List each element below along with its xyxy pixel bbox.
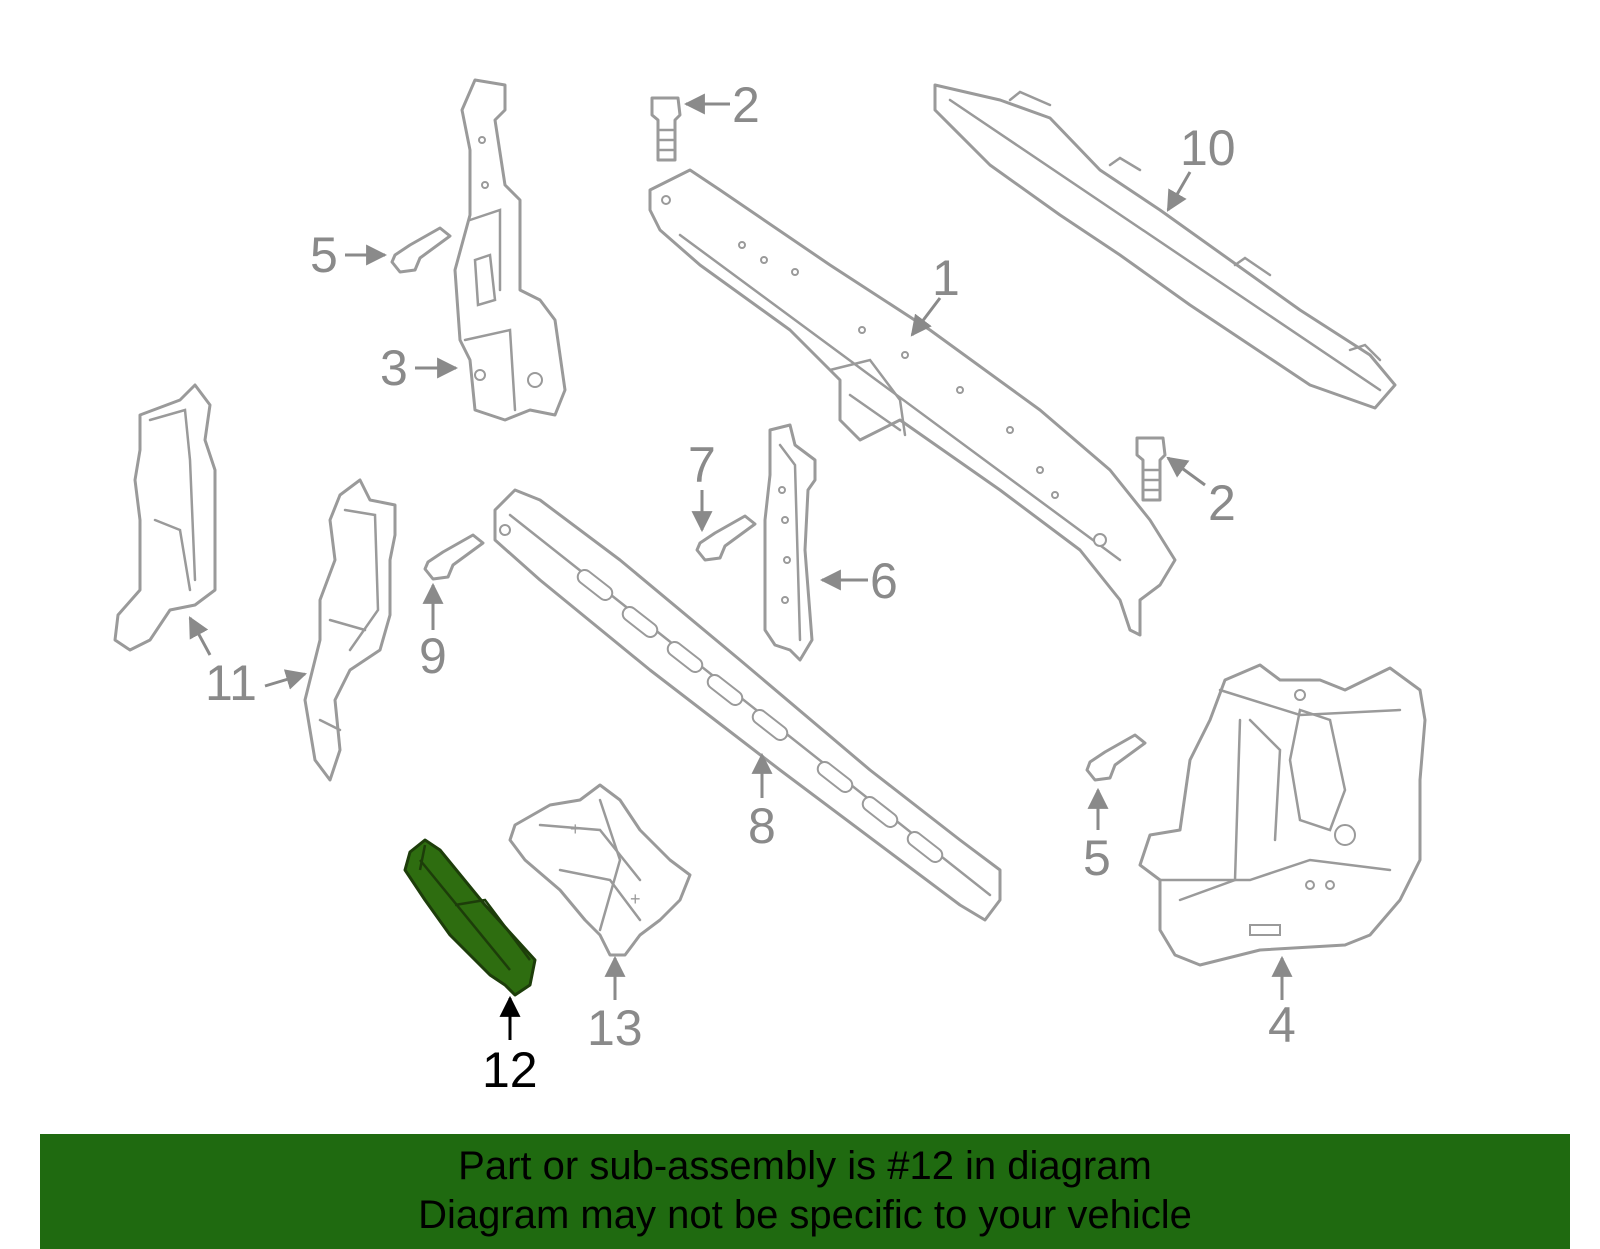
part-8-lower-tie-bar (493, 488, 1002, 922)
bolt-5-upper (390, 226, 452, 274)
bolt-2-upper (650, 96, 682, 162)
callout-8: 8 (748, 798, 776, 854)
part-6-vertical-stay (763, 423, 817, 662)
part-11-side-air-guide (113, 383, 217, 652)
part-11-second-air-guide (303, 478, 397, 782)
part-12-highlighted[interactable] (403, 838, 537, 997)
callout-6: 6 (870, 553, 898, 609)
leader-11b (264, 669, 308, 690)
part-10-upper-bar (933, 83, 1397, 410)
svg-text:+: + (570, 819, 581, 839)
callout-13: 13 (587, 1000, 643, 1056)
part-3-upright-bracket (453, 78, 567, 422)
bolt-7 (695, 514, 757, 562)
callout-10: 10 (1180, 120, 1236, 176)
callout-2-upper: 2 (732, 77, 760, 133)
leader-1 (910, 297, 942, 337)
callout-12: 12 (482, 1042, 538, 1098)
part-13-lower-bracket: + + (508, 783, 692, 957)
leader-11a (188, 616, 212, 656)
leader-10 (1166, 171, 1192, 212)
bolt-2-lower (1135, 436, 1167, 502)
callout-7: 7 (688, 437, 716, 493)
bolt-5-lower (1085, 733, 1147, 782)
callout-9: 9 (419, 628, 447, 684)
callout-5-lower: 5 (1083, 830, 1111, 886)
callout-5-upper: 5 (310, 227, 338, 283)
part-4-side-assembly (1138, 663, 1427, 967)
callout-1: 1 (932, 250, 960, 306)
callout-2-lower: 2 (1208, 475, 1236, 531)
callout-11: 11 (205, 655, 257, 711)
bolt-9 (423, 533, 485, 581)
callout-3: 3 (380, 340, 408, 396)
callout-4: 4 (1268, 997, 1296, 1053)
leader-2b (1166, 456, 1206, 487)
info-banner: Part or sub-assembly is #12 in diagram D… (40, 1134, 1570, 1249)
svg-text:+: + (630, 889, 641, 909)
banner-line-1: Part or sub-assembly is #12 in diagram (458, 1144, 1152, 1188)
banner-line-2: Diagram may not be specific to your vehi… (418, 1193, 1192, 1237)
